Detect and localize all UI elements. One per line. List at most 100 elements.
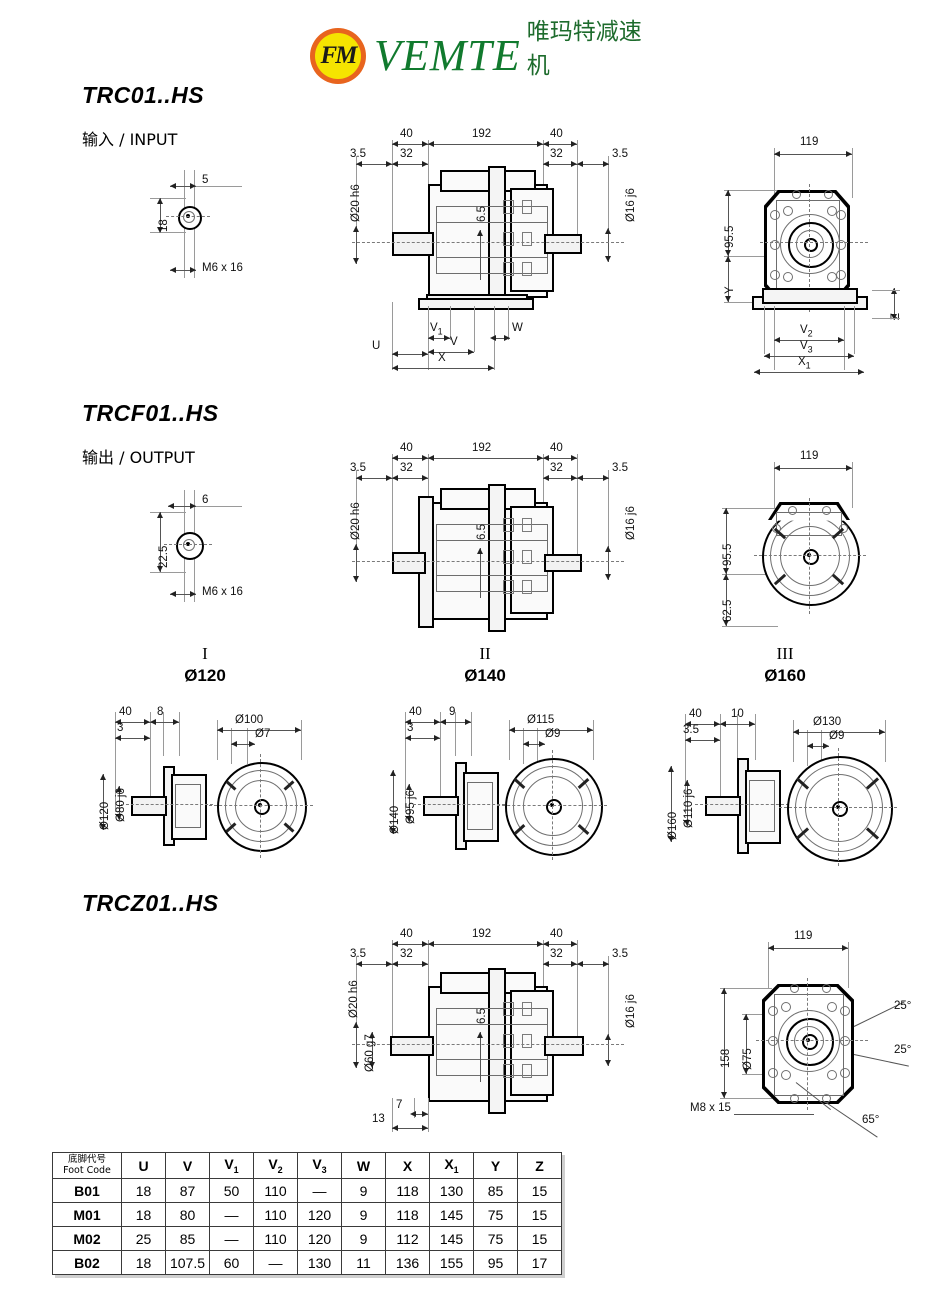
cell-m02-u: 25 [121,1226,166,1251]
dim-75-trcz01: Ø75 [742,1048,754,1070]
dim-35-left-trc01: 3.5 [350,148,366,160]
dim-v-trc01: V [450,336,458,348]
flange-view-2: 40 9 3 Ø140 Ø95 j6 Ø115 Ø9 [385,700,655,880]
col-header-x: X [385,1152,430,1179]
dim-shaft-in-trcf01: Ø20 h6 [350,502,362,540]
dim-hole-flange3: Ø9 [829,730,845,742]
foot-code-table: 底脚代号 Foot Code U V V1 V2 V3 W X X1 Y Z B… [52,1152,562,1275]
dim-outer-flange1: Ø120 [99,801,111,830]
flange-view-3: 40 10 3.5 Ø160 Ø110 j6 Ø130 Ø9 [665,700,945,880]
cell-m02-v: 85 [165,1226,210,1251]
dim-spigot-flange1: Ø80 j6 [115,788,127,822]
cell-b01-w: 9 [341,1178,386,1203]
col-header-w: W [341,1152,386,1179]
dim-65-trc01: 6.5 [476,206,488,222]
dim-angle-25b: 25° [894,1044,912,1056]
cell-m02-v1: — [209,1226,254,1251]
cell-b02-v: 107.5 [165,1250,210,1275]
dim-119-trc01: 119 [800,136,819,148]
dim-192-trc01: 192 [472,128,492,140]
dim-35-right-trc01: 3.5 [612,148,628,160]
dim-y-trc01: Y [724,286,736,294]
col-header-u: U [121,1152,166,1179]
cell-b02-v1: 60 [209,1250,254,1275]
dim-outer-flange3: Ø160 [667,811,679,840]
cell-m01-x1: 145 [429,1202,474,1227]
flange-caption-3: Ø160 [764,666,806,685]
flange-roman-2: II [479,644,491,663]
dim-bolt-circle-flange2: Ø115 [527,714,555,726]
table-header-row: 底脚代号 Foot Code U V V1 V2 V3 W X X1 Y Z [52,1152,562,1179]
cell-m01-v2: 110 [253,1202,298,1227]
dim-40-left-trcf01: 40 [400,442,413,454]
dim-40-right-trcz01: 40 [550,928,563,940]
keyway-thread-label-trc01: M6 x 16 [202,262,243,274]
cell-m01-v1: — [209,1202,254,1227]
page-header: FM VEMTE 唯玛特减速机 [0,14,950,84]
col-header-x1: X1 [429,1152,474,1179]
brand-logo: FM VEMTE 唯玛特减速机 [310,19,650,84]
cell-b02-z: 17 [517,1250,562,1275]
dim-40-left-trcz01: 40 [400,928,413,940]
col-header-v3: V3 [297,1152,342,1179]
col-header-z: Z [517,1152,562,1179]
table-row: M02 25 85 — 110 120 9 112 145 75 15 [52,1226,562,1251]
dim-spigot-flange2: Ø95 j6 [405,790,417,824]
dim-8-flange1: 8 [157,706,164,718]
cell-b02-v2: — [253,1250,298,1275]
dim-32-left-trcf01: 32 [400,462,413,474]
section-subtitle-trcf01: 输出 / OUTPUT [82,448,195,467]
keyway-dim-225: 22.5 [158,545,170,568]
dim-v2-trc01: V2 [800,324,813,339]
dim-35-right-trcf01: 3.5 [612,462,628,474]
dim-40-right-trc01: 40 [550,128,563,140]
dim-192-trcz01: 192 [472,928,492,940]
table-corner-header: 底脚代号 Foot Code [52,1152,122,1179]
cell-m02-x1: 145 [429,1226,474,1251]
row-code-b01: B01 [52,1178,122,1203]
dim-9-flange2: 9 [449,706,456,718]
table-row: B01 18 87 50 110 — 9 118 130 85 15 [52,1178,562,1203]
brand-name-cn: 唯玛特减速机 [526,19,642,79]
dim-hollow-trcz01: Ø60 g7 [364,1034,376,1072]
cell-b02-w: 11 [341,1250,386,1275]
keyway-dim-18: 18 [158,219,170,232]
dim-v1-trc01: V1 [430,322,443,337]
keyway-detail-trcf01: 22.5 6 M6 x 16 [140,490,290,620]
dim-outer-flange2: Ø140 [389,805,401,834]
dim-119-trcz01: 119 [794,930,813,942]
col-header-y: Y [473,1152,518,1179]
cell-b01-v3: — [297,1178,342,1203]
dim-shaft-out-trcz01: Ø16 j6 [625,994,637,1028]
front-view-trcz01: 40 192 40 3.5 32 32 3.5 Ø20 h6 Ø60 g7 [340,922,640,1132]
dim-spigot-flange3: Ø110 j6 [683,788,695,828]
cell-b02-x: 136 [385,1250,430,1275]
keyway-thread-label-trcf01: M6 x 16 [202,586,243,598]
row-code-b02: B02 [52,1250,122,1275]
brand-name: VEMTE [374,31,521,80]
flange-roman-1: I [202,644,208,663]
dim-x-trc01: X [438,352,446,364]
dim-35-left-trcf01: 3.5 [350,462,366,474]
cell-m02-w: 9 [341,1226,386,1251]
col-header-v1: V1 [209,1152,254,1179]
dim-35-right-trcz01: 3.5 [612,948,628,960]
cell-m01-x: 118 [385,1202,430,1227]
dim-35-left-trcz01: 3.5 [350,948,366,960]
dim-3-flange1: 3 [117,722,124,734]
cell-b01-y: 85 [473,1178,518,1203]
dim-955-trc01: 95.5 [724,225,736,248]
dim-40-flange1: 40 [119,706,132,718]
dim-32-left-trc01: 32 [400,148,413,160]
dim-thread-trcz01: M8 x 15 [690,1102,731,1114]
vemte-logo-icon: FM [310,28,366,84]
dim-shaft-out-trc01: Ø16 j6 [625,188,637,222]
dim-40-left-trc01: 40 [400,128,413,140]
side-view-trc01: 119 95.5 Y Z [676,122,946,382]
cell-b01-z: 15 [517,1178,562,1203]
table-row: B02 18 107.5 60 — 130 11 136 155 95 17 [52,1250,562,1275]
cell-m01-u: 18 [121,1202,166,1227]
flange-caption-1: Ø120 [184,666,226,685]
corner-cn: 底脚代号 [67,1153,106,1165]
